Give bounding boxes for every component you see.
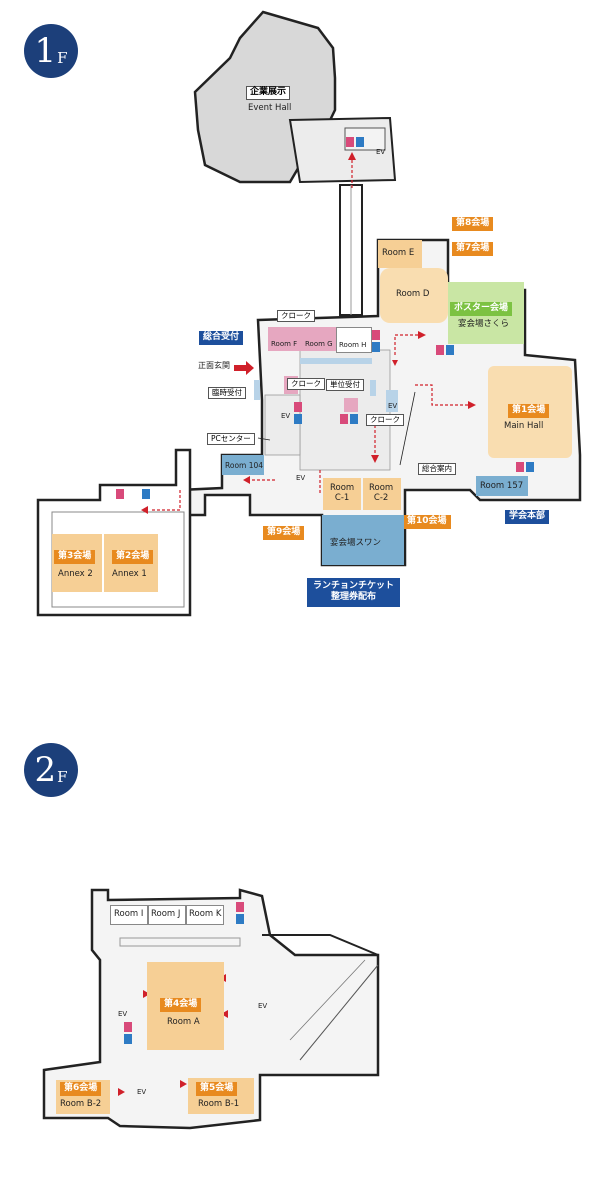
room-k[interactable]: Room K — [186, 905, 224, 925]
room-e[interactable]: Room E — [378, 240, 422, 268]
room-h[interactable]: Room H — [336, 327, 372, 353]
room-c2[interactable]: Room C-2 — [363, 478, 401, 510]
room-f-label: Room F — [271, 340, 298, 348]
tag-room-9: 第9会場 — [263, 526, 305, 540]
floor-2-suffix: F — [57, 768, 68, 786]
room-g-label: Room G — [305, 340, 333, 348]
restroom-male-icon — [124, 1034, 132, 1044]
room-g[interactable]: Room G — [302, 327, 336, 351]
tag-room-2: 第2会場 — [112, 550, 154, 564]
floor-1-number: 1 — [34, 31, 57, 71]
credit-reception-counter — [370, 380, 376, 396]
room-a-label: Room A — [167, 1017, 200, 1027]
room-104-label: Room 104 — [225, 461, 264, 470]
floor-2-number: 2 — [34, 750, 57, 790]
room-c2-label: Room C-2 — [369, 483, 394, 503]
tag-lunch-ticket: ランチョンチケット 整理券配布 — [307, 578, 401, 607]
restroom-male-icon — [446, 345, 454, 355]
tag-room-8: 第8会場 — [452, 217, 494, 231]
tag-room-1: 第1会場 — [508, 404, 550, 418]
credit-reception-label: 単位受付 — [326, 379, 364, 392]
ev-1f-room104: EV — [296, 474, 306, 482]
floor-1-suffix: F — [57, 49, 68, 67]
room-157[interactable]: Room 157 — [476, 476, 528, 496]
room-j[interactable]: Room J — [148, 905, 186, 925]
room-c1-label: Room C-1 — [330, 483, 355, 503]
temp-reception-counter — [254, 380, 260, 400]
ev-1f-center: EV — [388, 402, 398, 410]
tag-hq: 学会本部 — [505, 510, 550, 524]
room-d-label: Room D — [396, 289, 430, 299]
main-hall-label: Main Hall — [504, 421, 544, 431]
ev-2f-bottom: EV — [137, 1088, 147, 1096]
ev-event-hall: EV — [376, 148, 386, 156]
tag-room-10: 第10会場 — [403, 515, 451, 529]
tag-room-7: 第7会場 — [452, 242, 494, 256]
restroom-female-icon — [236, 902, 244, 912]
event-hall-label-jp: 企業展示 — [246, 86, 291, 100]
banquet-swan[interactable]: 宴会場スワン — [322, 515, 404, 565]
ev-2f-left: EV — [118, 1010, 128, 1018]
cloak-label-1: クローク — [277, 310, 315, 323]
temp-reception-label: 臨時受付 — [208, 387, 246, 400]
restroom-female-icon — [294, 402, 302, 412]
room-i-label: Room I — [114, 909, 144, 919]
room-b2-label: Room B-2 — [60, 1099, 102, 1109]
room-b1-label: Room B-1 — [198, 1099, 240, 1109]
restroom-female-icon — [346, 137, 354, 147]
restroom-male-icon — [142, 489, 150, 499]
restroom-male-icon — [356, 137, 364, 147]
pc-center-label: PCセンター — [207, 433, 255, 446]
restroom-male-icon — [350, 414, 358, 424]
restroom-female-icon — [124, 1022, 132, 1032]
room-d[interactable]: Room D — [380, 268, 448, 323]
restroom-female-icon — [436, 345, 444, 355]
restroom-female-icon — [340, 414, 348, 424]
annex-2-label: Annex 2 — [58, 569, 93, 579]
room-j-label: Room J — [151, 909, 181, 919]
restroom-female-icon — [116, 489, 124, 499]
room-f[interactable]: Room F — [268, 327, 302, 351]
cloak-label-2: クローク — [287, 378, 325, 391]
banquet-swan-label: 宴会場スワン — [330, 538, 382, 548]
tag-room-3: 第3会場 — [54, 550, 96, 564]
main-entrance-arrow — [234, 361, 254, 375]
lunch-line-2: 整理券配布 — [331, 592, 377, 603]
tag-room-4: 第4会場 — [160, 998, 202, 1012]
tag-room-5: 第5会場 — [196, 1082, 238, 1096]
restroom-female-icon — [372, 330, 380, 340]
event-hall-label-en: Event Hall — [248, 103, 292, 113]
cloak-area-3 — [344, 398, 358, 412]
restroom-male-icon — [526, 462, 534, 472]
banquet-sakura-label: 宴会場さくら — [458, 319, 510, 329]
ev-1f-left: EV — [281, 412, 291, 420]
cloak-counter-3 — [386, 390, 398, 412]
room-e-label: Room E — [382, 248, 415, 258]
restroom-female-icon — [516, 462, 524, 472]
room-157-label: Room 157 — [480, 481, 524, 491]
restroom-male-icon — [294, 414, 302, 424]
room-i[interactable]: Room I — [110, 905, 148, 925]
room-104[interactable]: Room 104 — [222, 455, 264, 475]
restroom-male-icon — [372, 342, 380, 352]
restroom-male-icon — [236, 914, 244, 924]
room-k-label: Room K — [189, 909, 222, 919]
room-c1[interactable]: Room C-1 — [323, 478, 361, 510]
main-entrance-label: 正面玄関 — [198, 361, 230, 370]
reception-counter — [300, 358, 372, 364]
tag-room-6: 第6会場 — [60, 1082, 102, 1096]
annex-1-label: Annex 1 — [112, 569, 147, 579]
lunch-line-1: ランチョンチケット — [313, 581, 395, 591]
room-h-label: Room H — [339, 341, 367, 349]
room-a[interactable]: Room A — [147, 962, 224, 1050]
info-desk-label: 総合案内 — [418, 463, 456, 476]
tag-general-reception: 総合受付 — [199, 331, 244, 345]
ev-2f-right: EV — [258, 1002, 268, 1010]
tag-poster-venue: ポスター会場 — [450, 302, 513, 316]
cloak-label-3: クローク — [366, 414, 404, 427]
